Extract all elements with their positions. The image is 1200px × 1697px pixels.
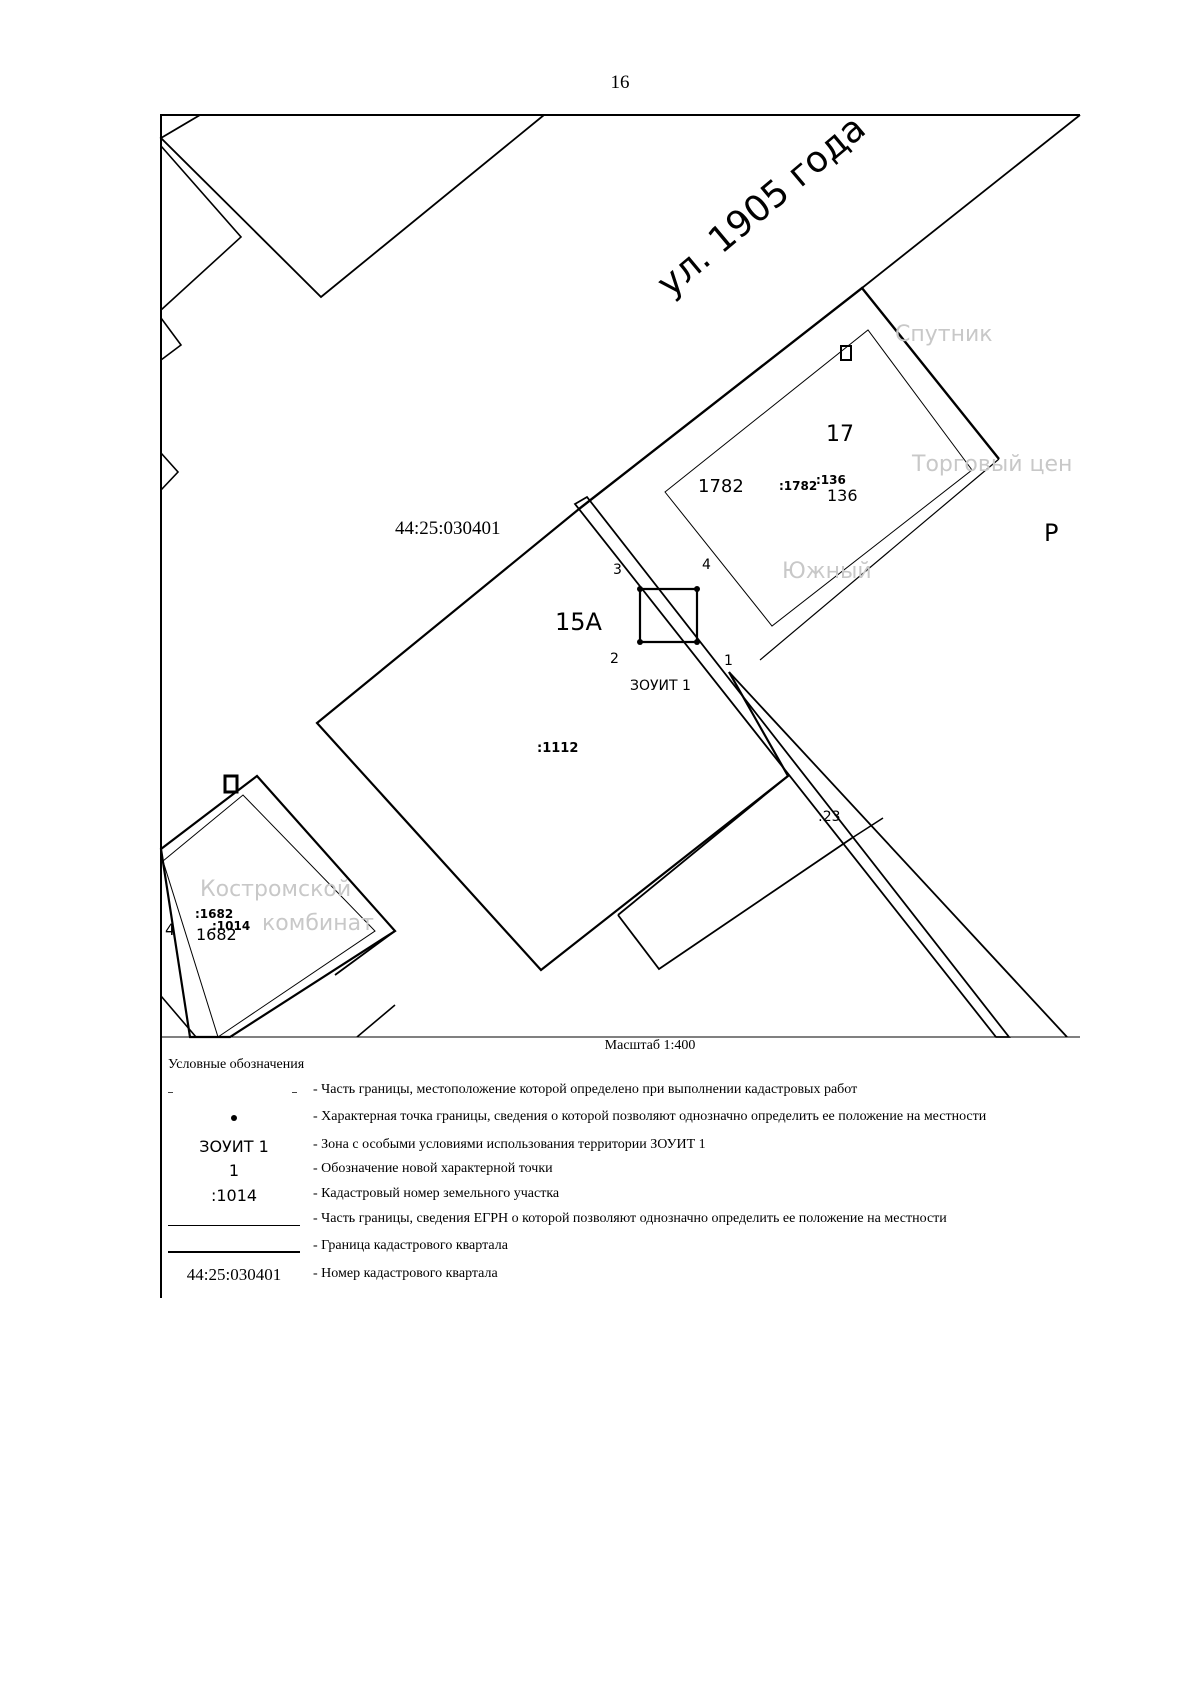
legend-item-egrn-border: - Часть границы, сведения ЕГРН о которой… bbox=[168, 1208, 1088, 1232]
street-boundary bbox=[861, 114, 1081, 289]
legend-text: - Зона с особыми условиями использования… bbox=[313, 1137, 706, 1152]
faded-label-district: Южный bbox=[782, 559, 872, 584]
parcel-15a-cadastral: :1112 bbox=[537, 741, 578, 756]
parcel-17-cadastral-c: :136 bbox=[816, 473, 846, 487]
legend-thin-line-symbol bbox=[168, 1208, 300, 1232]
legend-text: - Номер кадастрового квартала bbox=[313, 1266, 498, 1281]
parcel-south-diagonal bbox=[356, 1004, 396, 1038]
point-1-dot bbox=[694, 639, 700, 645]
zone-zouit-label: ЗОУИТ 1 bbox=[630, 678, 691, 694]
parcel-15a-boundary bbox=[315, 508, 790, 972]
legend-text: - Характерная точка границы, сведения о … bbox=[313, 1109, 987, 1124]
parcel-17-east-edge bbox=[759, 458, 1000, 661]
parcel-17-cadastral-b: :1782 bbox=[779, 479, 817, 493]
legend-title: Условные обозначения bbox=[168, 1057, 305, 1072]
quarter-number-label: 44:25:030401 bbox=[395, 518, 501, 539]
legend-item-dashed: - Часть границы, местоположение которой … bbox=[168, 1079, 1088, 1103]
legend-item-quarter-border: - Граница кадастрового квартала bbox=[168, 1235, 1088, 1259]
parcel-17-label: 17 bbox=[826, 422, 854, 447]
building-south bbox=[617, 837, 853, 971]
faded-label-combine-2: комбинат bbox=[262, 911, 374, 936]
legend-thick-line-symbol bbox=[168, 1235, 300, 1259]
parcel-17-marker bbox=[840, 345, 852, 361]
parcel-17-outer bbox=[578, 286, 1000, 510]
legend-zone-symbol: ЗОУИТ 1 bbox=[199, 1136, 269, 1156]
sw-cadastral-c: 1682 bbox=[196, 925, 237, 944]
legend-item-zone: ЗОУИТ 1 - Зона с особыми условиями испол… bbox=[168, 1134, 1088, 1158]
page-number: 16 bbox=[610, 72, 630, 93]
road-boundary bbox=[851, 817, 884, 839]
parcel-main-south bbox=[485, 970, 541, 1037]
parcel-17-cadastral-a: 1782 bbox=[698, 476, 744, 497]
legend-text: - Кадастровый номер земельного участка bbox=[313, 1186, 560, 1201]
point-2-label: 2 bbox=[610, 651, 619, 667]
block-west-2 bbox=[160, 317, 183, 361]
legend-cadastral-symbol: :1014 bbox=[210, 1185, 258, 1205]
legend-item-quarter-number: 44:25:030401 - Номер кадастрового кварта… bbox=[168, 1263, 1088, 1287]
legend-quarter-symbol: 44:25:030401 bbox=[186, 1265, 282, 1284]
point-1-label: 1 bbox=[724, 653, 733, 669]
legend-point-symbol: 1 bbox=[228, 1160, 240, 1180]
point-3-dot bbox=[637, 586, 643, 592]
legend-dot-symbol bbox=[168, 1106, 300, 1130]
parcel-17-inner bbox=[664, 329, 973, 627]
sw-cadastral-b: :1014 bbox=[212, 919, 250, 933]
map-scale: Масштаб 1:400 bbox=[604, 1038, 696, 1053]
legend-text: - Часть границы, местоположение которой … bbox=[313, 1082, 858, 1097]
legend-item-new-point: 1 - Обозначение новой характерной точки bbox=[168, 1158, 1088, 1182]
sw-lot-number: 4 bbox=[165, 920, 175, 939]
legend-item-point: - Характерная точка границы, сведения о … bbox=[168, 1106, 1088, 1130]
legend-text: - Часть границы, сведения ЕГРН о которой… bbox=[313, 1211, 947, 1226]
parcel-sw-outer bbox=[159, 774, 397, 1039]
parcel-sw-marker bbox=[223, 774, 239, 794]
parcel-15a-label: 15А bbox=[555, 608, 603, 636]
parcel-sw-inner bbox=[162, 794, 376, 1038]
point-4-label: 4 bbox=[702, 557, 711, 573]
faded-label-trade-center: Торговый цен bbox=[911, 452, 1072, 477]
street-label: ул. 1905 года bbox=[649, 108, 873, 305]
block-west-1 bbox=[160, 145, 243, 311]
building-south-edge bbox=[617, 775, 789, 916]
point-4-dot bbox=[694, 586, 700, 592]
sw-cadastral-a: :1682 bbox=[195, 907, 233, 921]
parcel-sw-ext bbox=[334, 930, 396, 976]
legend-text: - Обозначение новой характерной точки bbox=[313, 1161, 553, 1176]
parcel-17-cadastral-d: 136 bbox=[827, 486, 858, 505]
parcel-west-diagonal bbox=[160, 995, 197, 1038]
point-2-dot bbox=[637, 639, 643, 645]
legend-item-cadastral: :1014 - Кадастровый номер земельного уча… bbox=[168, 1183, 1088, 1207]
road-edge-east bbox=[728, 671, 1068, 1038]
faded-label-r: Р bbox=[1044, 519, 1058, 547]
faded-label-kiosk: Спутник bbox=[895, 322, 993, 347]
road-strip bbox=[573, 495, 1011, 1038]
legend-dashed-line-symbol bbox=[168, 1079, 300, 1103]
block-west-3 bbox=[160, 452, 180, 491]
faded-label-combine-1: Костромской bbox=[200, 877, 351, 902]
point-3-label: 3 bbox=[613, 562, 622, 578]
block-northwest bbox=[159, 114, 547, 299]
road-cadastral: :23 bbox=[818, 809, 841, 825]
legend-text: - Граница кадастрового квартала bbox=[313, 1238, 508, 1253]
